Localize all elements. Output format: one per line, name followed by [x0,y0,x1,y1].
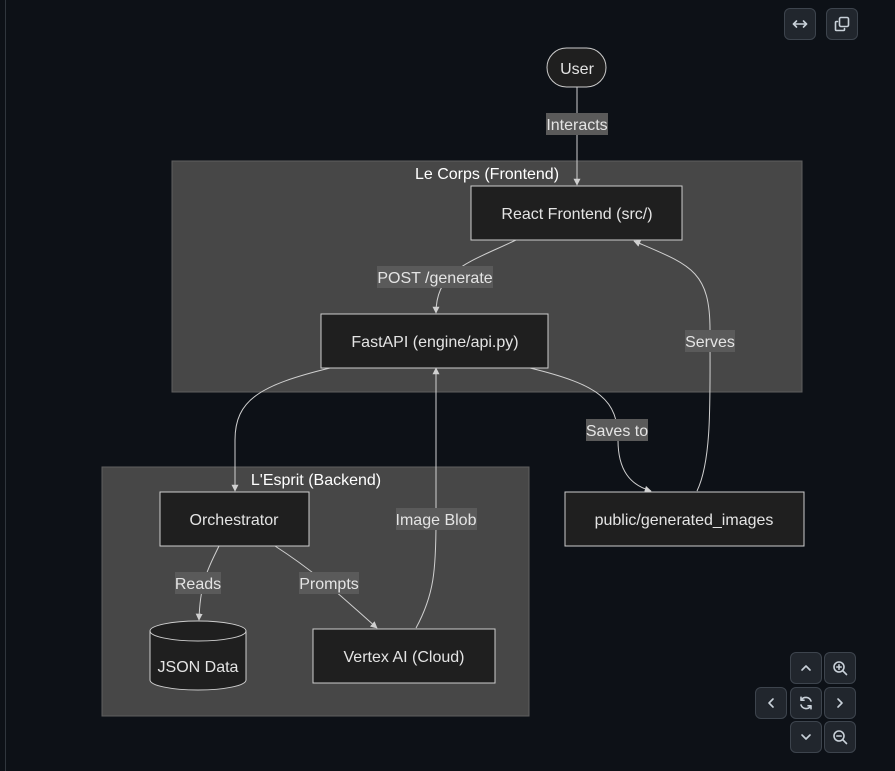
edge-label-prompts: Prompts [299,572,359,594]
chevron-down-icon [801,734,811,740]
svg-text:JSON Data: JSON Data [158,659,239,676]
zoom-out-button[interactable] [824,721,856,753]
edge-label-blob: Image Blob [396,508,477,530]
chevron-right-icon [837,698,843,708]
cluster-backend-label: L'Esprit (Backend) [251,472,381,489]
svg-text:Interacts: Interacts [546,117,607,134]
svg-text:Image Blob: Image Blob [396,512,477,529]
arrows-horizontal-icon [792,20,808,28]
edge-label-serves: Serves [685,330,735,352]
copy-icon [834,16,850,32]
left-border [5,0,6,771]
expand-button[interactable] [784,8,816,40]
edge-label-interacts: Interacts [546,113,608,135]
svg-text:Prompts: Prompts [299,576,359,593]
node-generated-images: public/generated_images [564,491,805,547]
reset-icon [800,696,812,710]
svg-text:Orchestrator: Orchestrator [190,512,280,529]
zoom-in-icon [833,661,848,676]
edge-label-post: POST /generate [377,266,493,288]
edge-fastapi-orchestrator [231,367,331,492]
node-react-frontend: React Frontend (src/) [470,185,683,241]
pan-up-button[interactable] [790,652,822,684]
node-fastapi: FastAPI (engine/api.py) [320,313,549,369]
edge-label-reads: Reads [175,572,221,594]
pan-left-button[interactable] [755,687,787,719]
zoom-out-icon [833,730,848,745]
chevron-up-icon [801,665,811,671]
edge-label-saves: Saves to [586,419,648,441]
zoom-in-button[interactable] [824,652,856,684]
chevron-left-icon [768,698,774,708]
svg-text:Reads: Reads [175,576,221,593]
svg-text:Vertex AI (Cloud): Vertex AI (Cloud) [344,649,465,666]
svg-text:User: User [560,61,594,78]
svg-text:FastAPI (engine/api.py): FastAPI (engine/api.py) [351,334,518,351]
pan-right-button[interactable] [824,687,856,719]
svg-text:POST /generate: POST /generate [377,270,492,287]
node-orchestrator: Orchestrator [159,491,310,547]
svg-text:Serves: Serves [685,334,735,351]
cluster-frontend-label: Le Corps (Frontend) [415,166,559,183]
pan-down-button[interactable] [790,721,822,753]
svg-text:React Frontend (src/): React Frontend (src/) [501,206,652,223]
node-json-data: JSON Data [149,620,247,691]
svg-text:public/generated_images: public/generated_images [595,512,774,529]
copy-button[interactable] [826,8,858,40]
reset-view-button[interactable] [790,687,822,719]
node-vertex-ai: Vertex AI (Cloud) [312,628,496,684]
node-user: User [546,47,607,88]
svg-text:Saves to: Saves to [586,423,648,440]
